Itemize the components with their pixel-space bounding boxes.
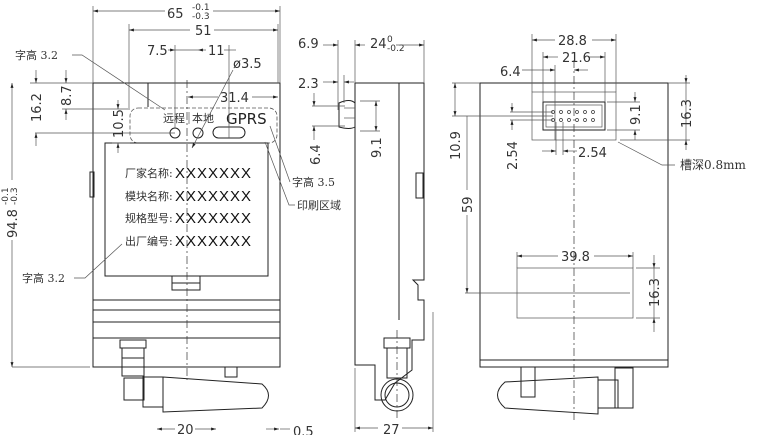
dim-65-tol-lower: -0.3: [192, 12, 210, 22]
side-body-outline: [354, 82, 425, 401]
dim-7-5: 7.5: [147, 44, 168, 59]
front-dimensions: 65 -0.1 -0.3 51 7.5 11 ø3.5 31.4 16.2 8.…: [1, 3, 314, 435]
dim-9-1: 9.1: [370, 137, 385, 158]
rear-view: 28.8 21.6 6.4 16.3 9.1 10.9 2.54 2.54 槽深…: [449, 34, 746, 420]
local-led: [192, 127, 204, 139]
dim-6-4: 6.4: [309, 144, 324, 165]
dim-28-8: 28.8: [558, 34, 587, 49]
dim-pitch-vertical: 2.54: [506, 141, 521, 170]
dim-9-1-rear: 9.1: [629, 104, 644, 125]
dim-39-8: 39.8: [561, 250, 590, 265]
dim-24-tol-lower: -0.2: [387, 44, 405, 54]
dim-65: 65: [167, 7, 184, 22]
dim-65-tol-upper: -0.1: [192, 3, 210, 13]
dim-11: 11: [208, 44, 225, 59]
header-pins: [551, 110, 595, 122]
dim-24-tol-upper: 0: [387, 35, 393, 45]
char-height-note-top: 字高 3.2: [15, 48, 58, 62]
dim-27: 27: [383, 423, 400, 435]
dim-31-4: 31.4: [220, 91, 249, 106]
dim-94-8: 94.8: [6, 209, 21, 238]
print-area-note: 印刷区域: [297, 199, 341, 212]
dim-94-8-tol-lower: -0.3: [10, 187, 20, 205]
local-label: 本地: [192, 111, 214, 125]
dim-16-3-bottom: 16.3: [648, 278, 663, 307]
dim-0-5: 0.5: [293, 425, 314, 435]
row-value: XXXXXXX: [175, 188, 252, 205]
side-view: 6.9 24 0 -0.2 2.3 6.4 9.1 27: [298, 35, 434, 435]
front-view: 远程 本地 GPRS 厂家名称: XXXXXXX 模块名称: XXXXXXX 规…: [1, 3, 341, 435]
row-label: 出厂编号:: [125, 234, 173, 248]
dim-10-5: 10.5: [112, 109, 127, 138]
row-label: 规格型号:: [125, 211, 173, 225]
antenna: [119, 339, 269, 413]
char-height-note-gprs: 字高 3.5: [292, 175, 335, 189]
dim-10-9: 10.9: [449, 131, 464, 160]
dim-21-6: 21.6: [562, 51, 591, 66]
dim-pitch-horizontal: 2.54: [578, 146, 607, 161]
dim-dia-3-5: ø3.5: [233, 57, 262, 72]
dim-6-9: 6.9: [298, 37, 319, 52]
gprs-label: GPRS: [226, 110, 267, 128]
slot-depth-note: 槽深0.8mm: [680, 158, 746, 172]
row-label: 模块名称:: [125, 189, 173, 203]
dim-2-3: 2.3: [298, 77, 319, 92]
dim-20: 20: [177, 423, 194, 435]
row-value: XXXXXXX: [175, 165, 252, 182]
side-led-profile: [338, 100, 356, 129]
row-value: XXXXXXX: [175, 233, 252, 250]
label-rows: 厂家名称: XXXXXXX 模块名称: XXXXXXX 规格型号: XXXXXX…: [125, 165, 252, 250]
dim-94-8-tol-upper: -0.1: [1, 187, 11, 205]
dim-16-2: 16.2: [30, 93, 45, 122]
dim-59: 59: [461, 196, 476, 213]
dim-24: 24: [370, 37, 387, 52]
dim-51: 51: [195, 24, 212, 39]
dim-6-4-rear: 6.4: [500, 65, 521, 80]
row-value: XXXXXXX: [175, 210, 252, 227]
char-height-note-bottom: 字高 3.2: [22, 271, 65, 285]
front-body-outline: [92, 82, 281, 368]
dim-8-7: 8.7: [60, 85, 75, 106]
dim-16-3-top: 16.3: [680, 99, 695, 128]
row-label: 厂家名称:: [125, 166, 173, 180]
remote-label: 远程: [163, 112, 185, 125]
